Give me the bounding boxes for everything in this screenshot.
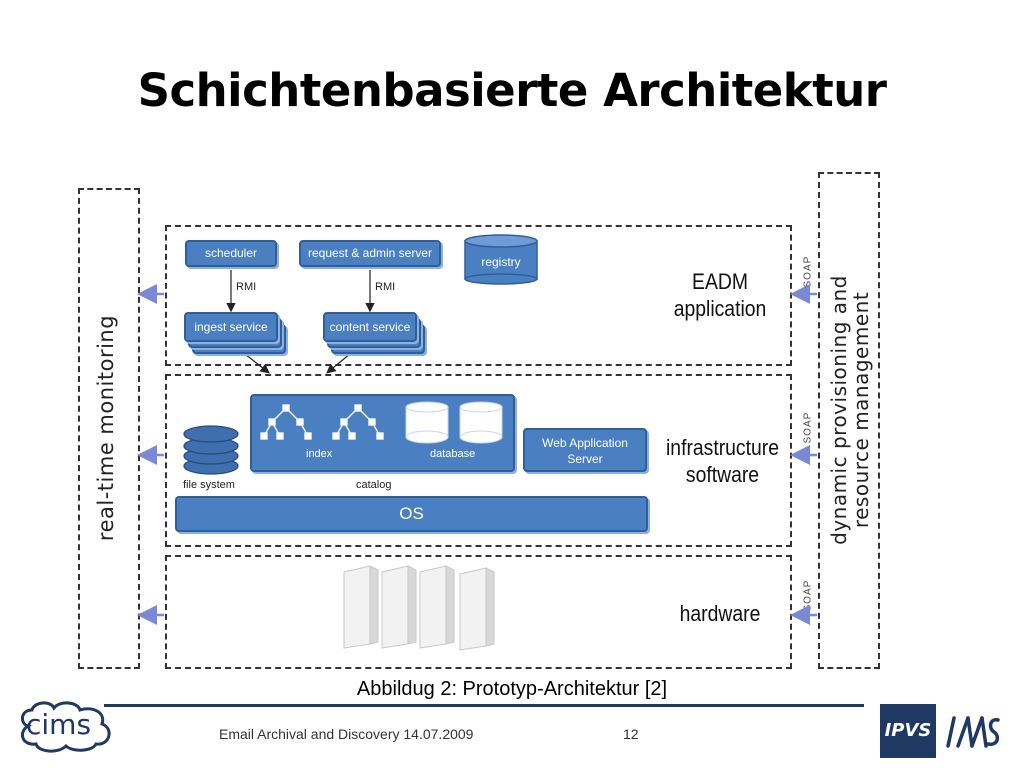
web-application-server-label-line2: Server xyxy=(567,452,603,466)
catalog-label: catalog xyxy=(356,479,392,491)
request-admin-server-box: request & admin server xyxy=(299,240,441,267)
monitoring-arrows xyxy=(137,284,164,625)
soap-label-hardware: SOAP xyxy=(802,579,814,612)
infrastructure-layer-label-line2: software xyxy=(685,462,760,487)
file-system-label: file system xyxy=(183,479,235,491)
content-service-box: content service xyxy=(323,312,417,342)
database-label: database xyxy=(430,448,476,460)
infrastructure-layer-label-line1: infrastructure xyxy=(666,435,779,460)
rmi-right-label: RMI xyxy=(375,281,396,293)
server-icons xyxy=(343,565,495,651)
application-layer-label-line1: EADM xyxy=(692,269,748,294)
provisioning-bar xyxy=(818,172,880,669)
rmi-left-label: RMI xyxy=(236,281,257,293)
application-layer-label-line2: application xyxy=(673,296,767,321)
file-system-icon xyxy=(183,425,239,475)
slide-title: Schichtenbasierte Architektur xyxy=(137,64,887,117)
request-admin-server-label: request & admin server xyxy=(307,246,433,260)
ingest-service-label: ingest service xyxy=(194,320,268,334)
index-tree-icons xyxy=(260,404,384,440)
soap-label-infrastructure: SOAP xyxy=(802,411,814,444)
monitoring-bar xyxy=(78,188,140,669)
index-label: index xyxy=(306,448,333,460)
page-number: 12 xyxy=(623,726,639,742)
web-application-server-box: Web Application Server xyxy=(523,428,647,472)
soap-label-application: SOAP xyxy=(802,255,814,288)
footer-text: Email Archival and Discovery 14.07.2009 xyxy=(219,726,474,742)
os-box: OS xyxy=(175,496,648,532)
footer-divider xyxy=(104,704,864,707)
cims-logo-text: cims xyxy=(26,708,92,741)
iaas-logo xyxy=(946,716,1000,748)
provisioning-arrows xyxy=(790,284,817,625)
hardware-layer-label: hardware xyxy=(663,600,777,627)
ingest-service-box: ingest service xyxy=(184,312,278,342)
registry-label: registry xyxy=(481,255,521,269)
hardware-layer-label-line1: hardware xyxy=(679,601,761,626)
provisioning-bar-label-line1: dynamic provisioning and xyxy=(827,275,851,545)
application-layer-label: EADM application xyxy=(663,268,777,322)
provisioning-bar-label-line2: resource management xyxy=(849,291,873,529)
monitoring-bar-label: real-time monitoring xyxy=(94,314,118,542)
figure-caption: Abbildug 2: Prototyp-Architektur [2] xyxy=(356,678,668,700)
scheduler-box: scheduler xyxy=(185,240,277,267)
ipvs-logo: IPVS xyxy=(880,704,936,758)
database-cylinders xyxy=(405,401,503,444)
cims-logo xyxy=(20,701,111,753)
web-application-server-label-line1: Web Application xyxy=(542,436,628,450)
infrastructure-layer-label: infrastructure software xyxy=(659,434,787,488)
registry-cylinder xyxy=(464,234,538,285)
content-service-label: content service xyxy=(329,320,411,334)
ipvs-logo-text: IPVS xyxy=(884,720,932,741)
os-label: OS xyxy=(399,504,424,523)
scheduler-label: scheduler xyxy=(204,246,258,260)
